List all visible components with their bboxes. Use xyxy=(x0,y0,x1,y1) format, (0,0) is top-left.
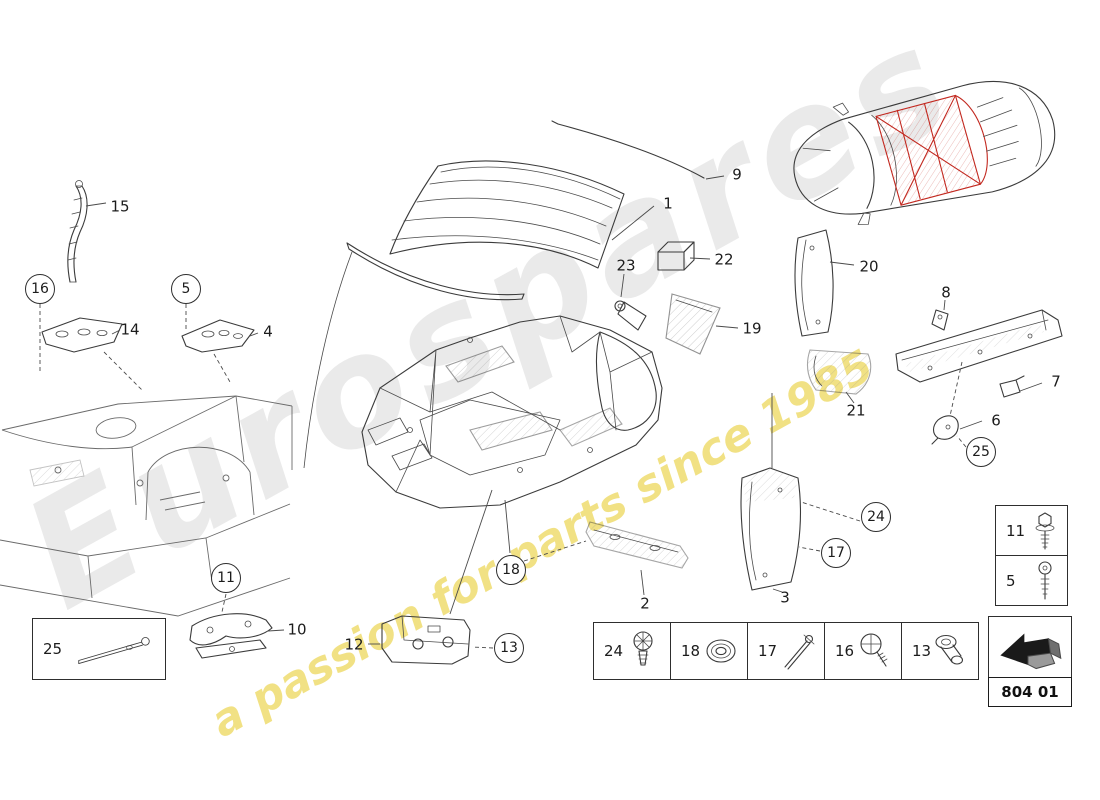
callout-13-circle[interactable]: 13 xyxy=(494,633,524,663)
hex-screw-icon xyxy=(1035,511,1055,550)
legend-number-13: 13 xyxy=(912,642,932,660)
rivet-icon xyxy=(784,634,815,670)
expanding-nut-icon xyxy=(633,631,653,666)
callout-4[interactable]: 4 xyxy=(263,322,273,341)
part-3-drawing xyxy=(740,467,801,591)
part-10-drawing xyxy=(189,613,273,659)
legend-number-5: 5 xyxy=(1006,571,1016,590)
legend-number-16: 16 xyxy=(835,642,855,660)
diagram-code: 804 01 xyxy=(1001,683,1059,701)
callout-20[interactable]: 20 xyxy=(859,257,879,276)
callout-24-circle[interactable]: 24 xyxy=(861,502,891,532)
legend-box-5: 5 xyxy=(995,555,1068,606)
legend-number-18: 18 xyxy=(681,642,701,660)
part-23-drawing xyxy=(614,300,647,331)
callout-21[interactable]: 21 xyxy=(846,401,866,420)
callout-14[interactable]: 14 xyxy=(120,320,140,339)
legend-box-11: 11 xyxy=(995,505,1068,556)
legend-box-24: 24 xyxy=(593,622,671,680)
part-15-drawing xyxy=(67,180,88,283)
car-overview-drawing xyxy=(793,81,1056,225)
callout-19[interactable]: 19 xyxy=(742,319,762,338)
blind-rivet-icon xyxy=(78,637,150,664)
callout-12[interactable]: 12 xyxy=(344,635,364,654)
callout-22[interactable]: 22 xyxy=(714,250,734,269)
callout-5-circle[interactable]: 5 xyxy=(171,274,201,304)
callout-18-circle[interactable]: 18 xyxy=(496,555,526,585)
screw-washer-icon xyxy=(860,633,888,667)
callout-16-circle[interactable]: 16 xyxy=(25,274,55,304)
legend-number-24: 24 xyxy=(604,642,624,660)
legend-box-25: 25 xyxy=(32,618,166,680)
legend-number-11: 11 xyxy=(1006,521,1026,540)
body-tub-drawing xyxy=(361,315,663,509)
diagram-code-box: 804 01 xyxy=(988,677,1072,707)
legend-number-25: 25 xyxy=(43,640,63,658)
part-19-drawing xyxy=(665,293,721,355)
callout-23[interactable]: 23 xyxy=(616,256,636,275)
part-22-drawing xyxy=(657,241,695,271)
legend-box-18: 18 xyxy=(670,622,748,680)
part-14-drawing xyxy=(41,317,123,353)
callout-9[interactable]: 9 xyxy=(732,165,742,184)
callout-25-circle[interactable]: 25 xyxy=(966,437,996,467)
callout-1[interactable]: 1 xyxy=(663,194,673,213)
legend-box-16: 16 xyxy=(824,622,902,680)
legend-box-13: 13 xyxy=(901,622,979,680)
part-7-drawing xyxy=(999,375,1025,398)
part-6-drawing xyxy=(931,415,959,445)
part-8-drawing xyxy=(931,309,949,331)
part-20-drawing xyxy=(794,229,834,337)
direction-arrow-icon xyxy=(1000,633,1062,670)
callout-6[interactable]: 6 xyxy=(991,411,1001,430)
callout-8[interactable]: 8 xyxy=(941,283,951,302)
legend-box-17: 17 xyxy=(747,622,825,680)
part-12-drawing xyxy=(381,615,471,665)
callout-2[interactable]: 2 xyxy=(640,594,650,613)
callout-11-circle[interactable]: 11 xyxy=(211,563,241,593)
callout-3[interactable]: 3 xyxy=(780,588,790,607)
grommet-icon xyxy=(706,639,736,663)
pan-head-screw-icon xyxy=(1038,560,1052,600)
part-21-drawing xyxy=(806,349,872,395)
leader-lines xyxy=(39,175,1043,649)
callout-7[interactable]: 7 xyxy=(1051,372,1061,391)
legend-number-17: 17 xyxy=(758,642,778,660)
right-sill-drawing xyxy=(895,309,1063,383)
orientation-arrow-box xyxy=(988,616,1072,678)
roof-panel-drawing xyxy=(303,120,705,469)
callout-10[interactable]: 10 xyxy=(287,620,307,639)
left-body-drawing xyxy=(0,395,293,617)
part-4-drawing xyxy=(181,319,255,353)
callout-15[interactable]: 15 xyxy=(110,197,130,216)
callout-17-circle[interactable]: 17 xyxy=(821,538,851,568)
part-2-drawing xyxy=(585,521,689,569)
flanged-sleeve-icon xyxy=(935,634,964,665)
